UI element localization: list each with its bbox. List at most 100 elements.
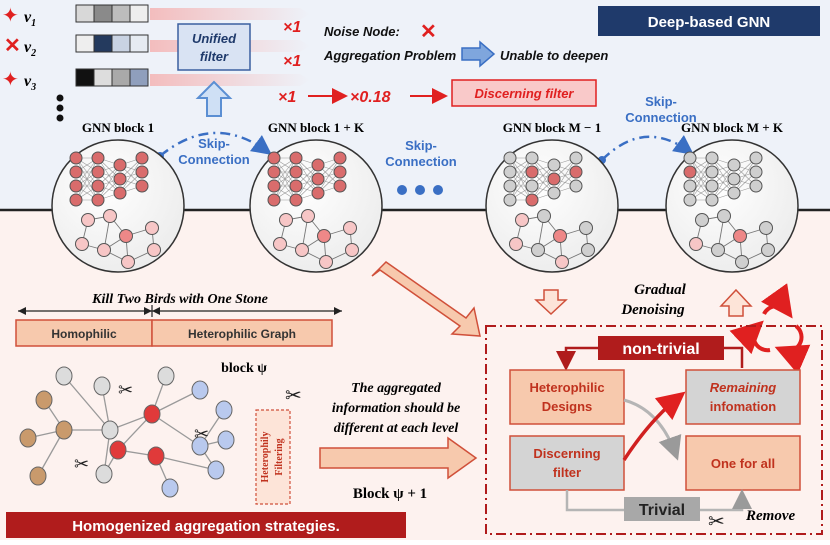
multiplier-1: ×1 [283,19,301,36]
nn-edge [97,164,121,201]
remaining-info-box: Remaining infomation [685,369,801,425]
aggregated-info-line3: different at each level [334,421,459,436]
nn-node [135,179,149,193]
scissors-icon: ✂ [708,511,725,533]
cross-icon: ✕ [420,21,437,43]
skip-label-1b: Connection [178,152,250,167]
node-features: ✦ v1 ✕ v2 ✦ v3 [2,4,149,122]
nn-node [683,179,697,193]
non-trivial-line-right [724,346,744,368]
node-label-v3: v3 [24,73,36,93]
graph-node [147,243,161,257]
bottom-graph-node [95,464,113,484]
nn-node [503,193,517,207]
graph-node [301,209,315,223]
nn-node [547,186,561,200]
bottom-graph-node [161,478,179,498]
nn-edge [733,157,757,194]
nn-node [727,186,741,200]
bottom-graph-node [147,446,165,466]
noise-node-label: Noise Node: [324,24,400,39]
heterophilic-graph-box [151,319,333,347]
nn-edge [317,157,341,194]
nn-node [91,193,105,207]
bottom-graph-node [35,390,53,410]
bottom-graph-node [93,376,111,396]
trivial-line-left [565,490,624,512]
nn-node [569,151,583,165]
nn-node [311,172,325,186]
feature-vector-v1 [75,4,149,23]
svg-text:filter: filter [553,465,581,480]
title-badge-text: Deep-based GNN [648,14,771,31]
cross-icon-v2: ✕ [4,35,21,57]
bottom-graph-node [109,440,127,460]
kill-two-birds-label: Kill Two Birds with One Stone [91,292,268,307]
nn-node [333,151,347,165]
discerning-filter-box: Discerning filter [509,435,625,491]
ellipsis-dot [56,114,64,122]
up-arrow-icon [195,80,233,117]
graph-node [119,229,133,243]
gradual-denoising-line1: Gradual [634,282,687,298]
graph-node [689,237,703,251]
svg-text:Heterophilic: Heterophilic [529,380,604,395]
skip-connection-arrow-3 [601,135,695,161]
homogenized-label: Homogenized aggregation strategies. [72,518,340,535]
star-icon-v1: ✦ [2,5,19,27]
nn-node [705,193,719,207]
block-label-3: GNN block M − 1 [503,120,601,135]
bottom-graph-node [207,460,225,480]
nn-node [69,179,83,193]
skip-label-3a: Skip- [645,94,677,109]
ellipsis-dot [56,104,64,112]
diagonal-arrow-icon [371,261,481,337]
svg-text:Remaining: Remaining [710,380,777,395]
graph-node [733,229,747,243]
graph-node [145,221,159,235]
nn-node [547,158,561,172]
nn-node [135,165,149,179]
right-big-arrow-icon [319,436,478,480]
nn-node [289,165,303,179]
refresh-cycle-icon [729,283,811,375]
homogenized-banner [6,512,406,538]
nn-edge [75,157,99,201]
graph-node [295,243,309,257]
nn-node [135,151,149,165]
graph-node [579,221,593,235]
nn-edge [689,157,713,201]
bottom-graph-node [191,380,209,400]
graph-node [103,209,117,223]
graph-node [531,243,545,257]
bottom-graph-edge [155,455,217,471]
aggregated-info-line1: The aggregated [351,381,442,396]
bottom-graph-node [101,420,119,440]
skip-label-3b: Connection [625,110,697,125]
nn-node [311,186,325,200]
nn-node [749,151,763,165]
nn-node [91,165,105,179]
nn-node [705,165,719,179]
gradual-denoising-line2: Denoising [620,302,685,318]
bottom-graph-edge [151,389,201,415]
block-label-2: GNN block 1 + K [268,120,365,135]
nn-node [749,165,763,179]
bottom-graph-node [143,404,161,424]
nn-node [503,151,517,165]
svg-text:Filtering: Filtering [274,438,285,475]
gnn-block-3 [485,139,619,273]
nn-node [503,165,517,179]
skip-connection-arrow-1 [159,131,273,157]
nn-node [333,179,347,193]
nn-node [705,179,719,193]
block-label-1: GNN block 1 [82,120,154,135]
nn-node [91,151,105,165]
up-arrow-icon [719,288,753,317]
ellipsis-dot [415,185,425,195]
bottom-graph-edge [63,375,111,431]
star-icon-v3: ✦ [2,69,19,91]
svg-text:One for all: One for all [711,456,775,471]
